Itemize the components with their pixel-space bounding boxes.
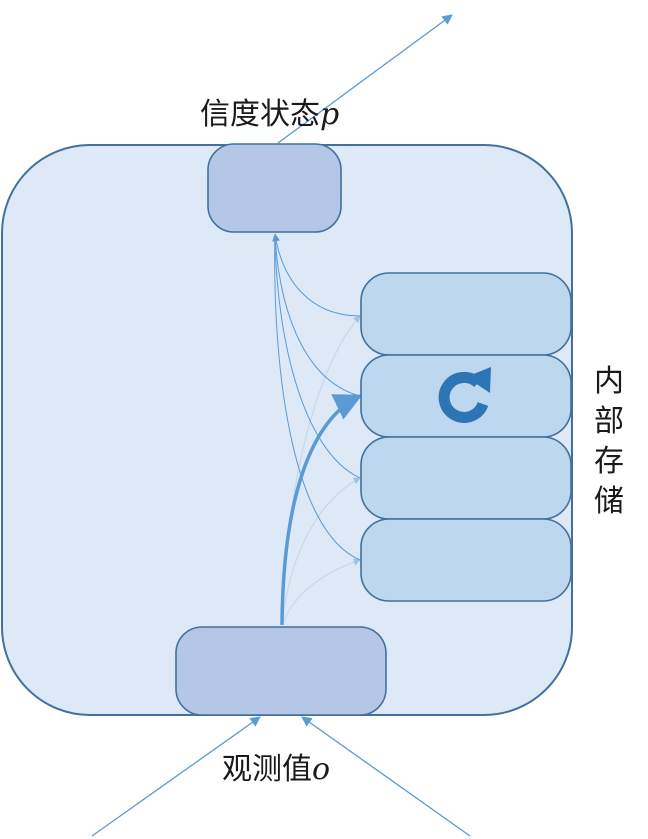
memory-1-to-belief (272, 233, 361, 317)
memory-slot-2 (360, 354, 572, 438)
internal-memory-char: 内 (594, 364, 624, 399)
memory-3-to-belief (274, 233, 361, 479)
input-arrow-right (301, 716, 471, 837)
internal-memory-char: 储 (594, 484, 624, 519)
memory-slot-4 (360, 518, 572, 602)
internal-memory-char: 部 (594, 404, 624, 439)
obs-to-memory-4 (281, 558, 361, 626)
observation-label: 观测值o (222, 755, 330, 785)
observation-var: o (312, 752, 331, 787)
output-arrow (277, 14, 453, 144)
internal-memory-char: 存 (594, 444, 624, 479)
memory-2-to-belief (274, 233, 361, 397)
memory-4-to-belief (274, 233, 361, 561)
observation-text: 观测值 (222, 752, 312, 787)
memory-slot-3 (360, 436, 572, 520)
obs-to-memory-3 (281, 477, 361, 626)
belief-state-var: p (320, 97, 340, 132)
internal-memory-label: 内 部 存 储 (594, 362, 624, 522)
input-arrow-left (91, 716, 261, 837)
refresh-icon (438, 367, 491, 423)
memory-slot-1 (360, 272, 572, 356)
belief-state-label: 信度状态p (200, 100, 339, 130)
observation-node (175, 626, 387, 716)
belief-state-text: 信度状态 (200, 97, 320, 132)
belief-state-node (207, 143, 342, 233)
obs-to-active-memory (280, 394, 363, 626)
